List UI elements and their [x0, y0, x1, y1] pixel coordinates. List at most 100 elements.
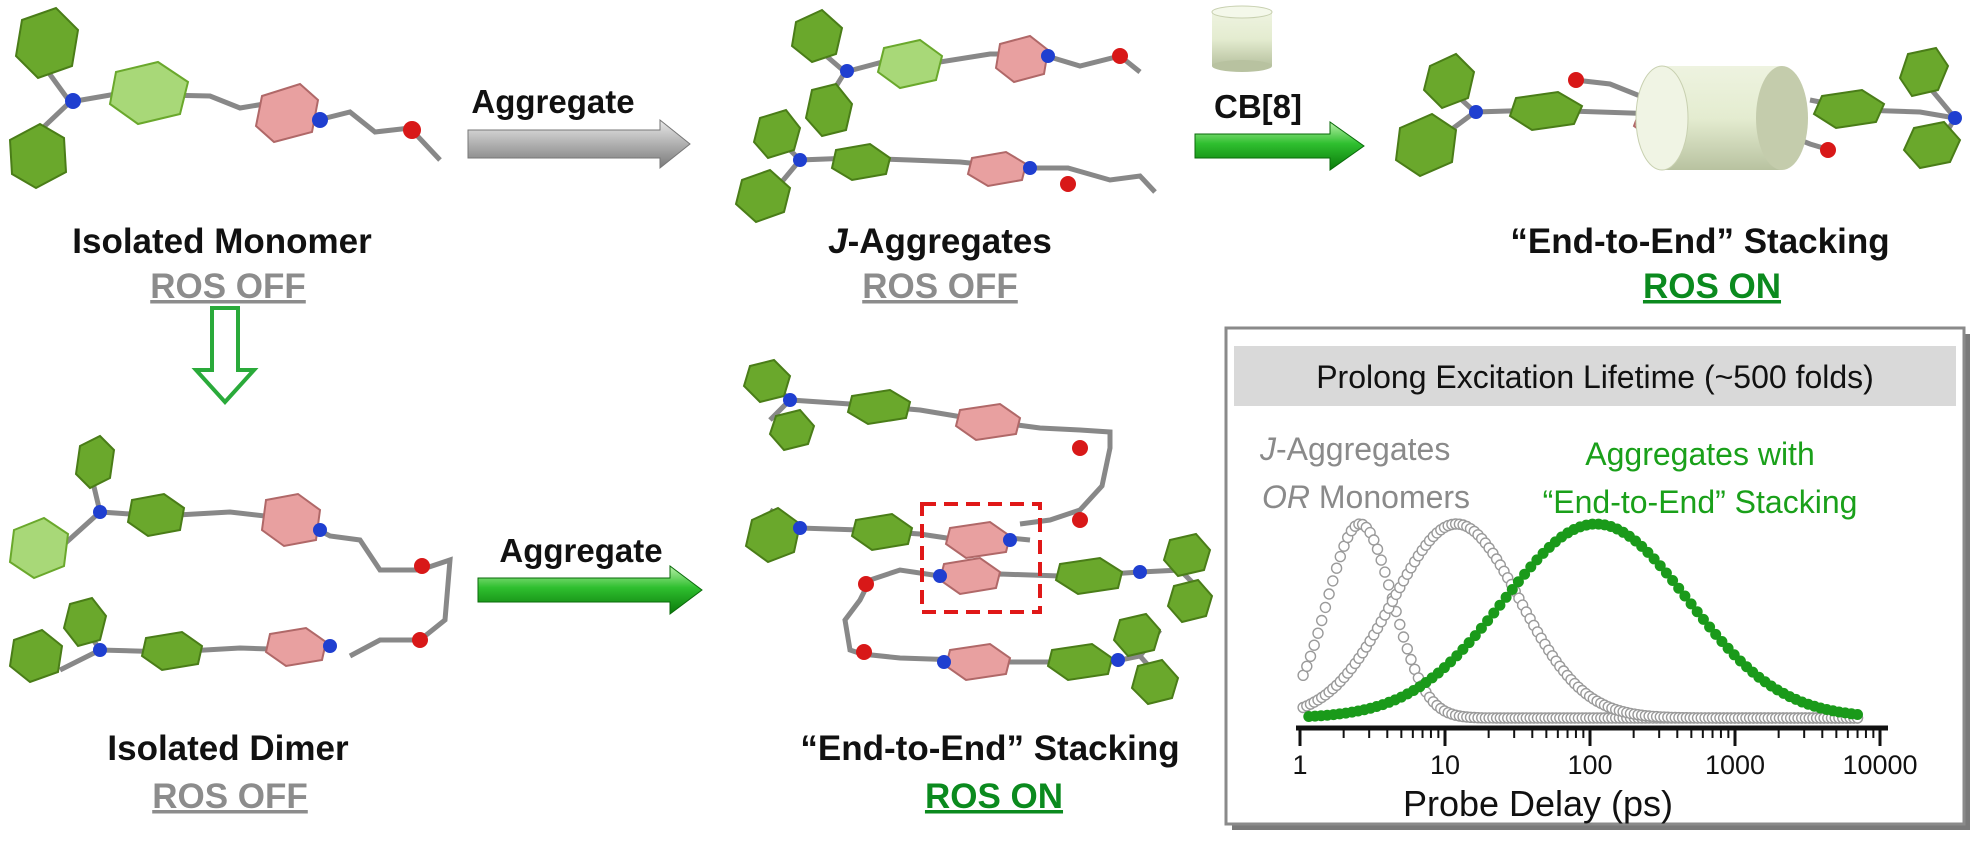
data-point — [1685, 598, 1697, 610]
phenyl-ring — [768, 408, 816, 452]
nitrogen-atom — [1023, 161, 1037, 175]
pyridinium-ring — [994, 34, 1050, 84]
aggregate-arrow-gray — [467, 118, 691, 170]
data-point — [1315, 614, 1328, 627]
data-point — [1301, 660, 1313, 672]
data-point — [1506, 584, 1518, 595]
pyridinium-ring — [944, 520, 1012, 560]
data-point — [1525, 561, 1537, 573]
data-point — [1716, 636, 1728, 647]
pyridinium-ring — [938, 556, 1002, 596]
phenyl-ring — [1394, 112, 1458, 178]
oxygen-atom — [403, 121, 421, 139]
nitrogen-atom — [933, 569, 947, 583]
data-point — [1334, 550, 1347, 563]
phenyl-ring — [850, 512, 914, 552]
data-point — [1673, 582, 1685, 594]
data-point — [1319, 601, 1332, 614]
data-point — [1312, 627, 1324, 639]
x-axis-label: Probe Delay (ps) — [1403, 783, 1673, 824]
x-tick-label: 10000 — [1842, 750, 1917, 780]
cb8-cylinder-icon — [1211, 5, 1273, 72]
phenyl-ring — [830, 142, 892, 182]
phenyl-ring — [1898, 46, 1950, 98]
pyridinium-ring — [264, 626, 328, 668]
dimer-molecule — [8, 434, 453, 684]
pyridinium-ring — [254, 82, 320, 144]
nitrogen-atom — [93, 505, 107, 519]
legend-green-line1: Aggregates with — [1585, 436, 1814, 472]
phenyl-ring — [8, 516, 70, 580]
aggregate-bottom-label: Aggregate — [499, 532, 662, 569]
data-point — [1500, 591, 1512, 603]
phenyl-ring — [1046, 642, 1114, 682]
data-point — [1679, 590, 1691, 602]
decay-plot — [1297, 518, 1864, 724]
data-point — [1648, 553, 1660, 565]
data-point — [1654, 560, 1666, 572]
monomer-status: ROS OFF — [150, 267, 306, 306]
dimer-stacking-label: “End-to-End” Stacking — [800, 729, 1179, 768]
nitrogen-atom — [840, 64, 854, 78]
data-point — [1394, 618, 1406, 631]
phenyl-ring — [126, 492, 186, 538]
monomer-molecule — [8, 6, 442, 190]
aggregate-arrow-green — [477, 565, 703, 615]
phenyl-ring — [846, 388, 912, 426]
phenyl-ring — [876, 38, 944, 90]
data-point — [1308, 639, 1320, 651]
dimer-status: ROS OFF — [152, 777, 308, 816]
phenyl-ring — [804, 82, 854, 138]
data-point — [1401, 643, 1414, 655]
phenyl-ring — [74, 434, 116, 490]
data-point — [1469, 630, 1481, 642]
cb8-label: CB[8] — [1214, 88, 1302, 125]
nitrogen-atom — [1003, 533, 1017, 547]
data-point — [1382, 579, 1395, 591]
cb8-stacking-molecules — [1394, 46, 1962, 178]
phenyl-ring — [744, 506, 802, 564]
oxygen-atom — [1072, 512, 1088, 528]
phenyl-ring — [140, 630, 204, 672]
data-point — [1323, 588, 1335, 600]
data-point — [1667, 575, 1679, 586]
phenyl-ring — [1422, 52, 1476, 110]
x-tick-label: 100 — [1567, 750, 1612, 780]
phenyl-ring — [62, 596, 108, 648]
x-tick-label: 1 — [1292, 750, 1307, 780]
dimer-stacking-molecules — [742, 358, 1214, 706]
cb8-stacking-status: ROS ON — [1643, 267, 1781, 306]
monomer-label: Isolated Monomer — [72, 222, 372, 261]
data-point — [1704, 621, 1716, 633]
lifetime-inset: Prolong Excitation Lifetime (~500 folds)… — [1224, 326, 1970, 830]
pyridinium-ring — [954, 402, 1022, 442]
phenyl-ring — [1166, 578, 1214, 624]
nitrogen-atom — [65, 93, 81, 109]
oxygen-atom — [414, 558, 430, 574]
nitrogen-atom — [793, 153, 807, 167]
data-point — [1304, 650, 1317, 662]
phenyl-ring — [8, 628, 64, 684]
inset-title: Prolong Excitation Lifetime (~500 folds) — [1316, 359, 1874, 395]
phenyl-ring — [1902, 120, 1962, 170]
inset-title-bar — [1234, 346, 1956, 406]
nitrogen-atom — [1111, 653, 1125, 667]
data-point — [1475, 622, 1487, 634]
data-point — [1330, 562, 1343, 574]
data-point — [1375, 554, 1387, 566]
oxygen-atom — [1568, 72, 1584, 88]
data-point — [1852, 709, 1863, 720]
data-point — [1660, 567, 1672, 579]
oxygen-atom — [856, 644, 872, 660]
x-tick-label: 10 — [1430, 750, 1460, 780]
phenyl-ring — [790, 8, 844, 64]
data-point — [1379, 566, 1391, 578]
data-point — [1397, 631, 1410, 643]
phenyl-ring — [8, 122, 68, 190]
cb8-stacking-label: “End-to-End” Stacking — [1510, 222, 1889, 261]
data-point — [1463, 637, 1475, 649]
data-point — [1488, 607, 1500, 619]
series-2 — [1303, 518, 1863, 722]
